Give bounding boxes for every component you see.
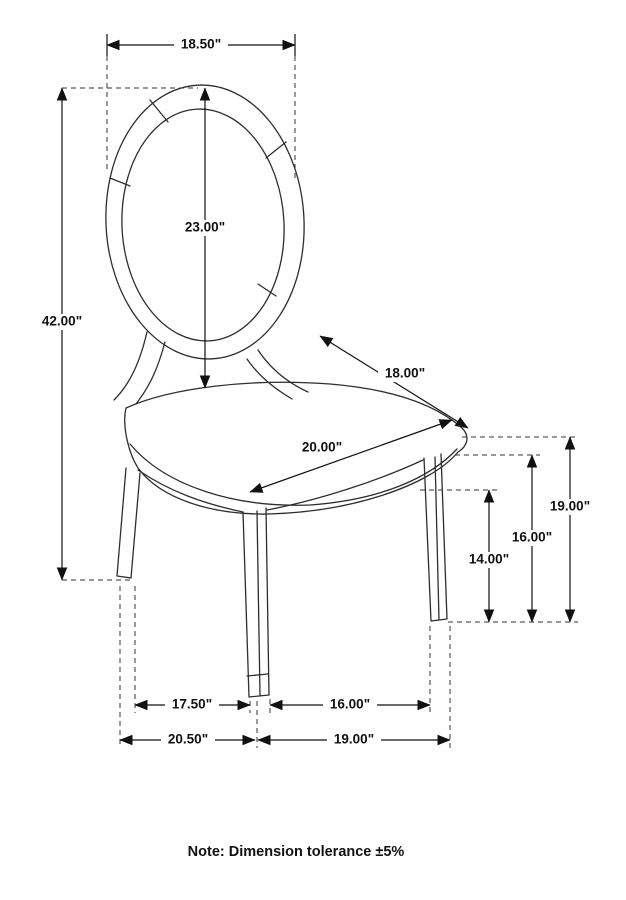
back-frame-joint xyxy=(109,177,131,187)
tolerance-note: Note: Dimension tolerance ±5% xyxy=(188,844,405,860)
dim-back-width: 18.50" xyxy=(106,34,296,56)
dim-label-leg-clearance: 14.00" xyxy=(469,552,509,567)
dim-label-back-width: 18.50" xyxy=(181,37,221,52)
rear-left-leg xyxy=(116,467,141,579)
extension-lines xyxy=(62,56,578,748)
dim-seat-width: 20.00" xyxy=(249,419,453,493)
dim-label-base-depth: 19.00" xyxy=(334,732,374,747)
chair-drawing xyxy=(105,84,468,698)
dim-label-apron-height: 16.00" xyxy=(512,530,552,545)
seat-apron xyxy=(266,459,424,511)
dim-base-width: 20.50" xyxy=(119,732,256,748)
seat-seam xyxy=(129,443,458,506)
front-left-leg-edge xyxy=(256,510,261,697)
front-right-leg-edge xyxy=(434,456,440,621)
back-frame-joint xyxy=(257,283,277,297)
dimension-lines: 18.50" 42.00" 23.00" 18.00" 20.00" xyxy=(35,34,597,748)
dim-apron-height: 16.00" xyxy=(505,454,559,623)
dim-label-back-height: 23.00" xyxy=(185,220,225,235)
left-stile xyxy=(135,341,166,405)
dim-label-base-width: 20.50" xyxy=(168,732,208,747)
back-frame-joint xyxy=(265,141,287,159)
dim-leg-clearance: 14.00" xyxy=(462,489,516,623)
dim-back-height: 23.00" xyxy=(178,87,232,389)
dim-label-front-leg-span: 17.50" xyxy=(172,697,212,712)
front-left-leg xyxy=(242,507,270,698)
seat-apron xyxy=(137,469,244,513)
dim-side-leg-span: 16.00" xyxy=(269,697,431,713)
left-stile xyxy=(113,331,148,401)
front-left-leg-foot xyxy=(246,673,269,677)
right-stile xyxy=(257,349,309,393)
dim-seat-height: 19.00" xyxy=(543,436,597,623)
seat-cushion xyxy=(124,381,468,515)
dim-overall-height: 42.00" xyxy=(35,87,89,581)
dim-label-overall-height: 42.00" xyxy=(42,314,82,329)
dim-front-leg-span: 17.50" xyxy=(134,697,251,713)
dim-label-seat-height: 19.00" xyxy=(550,499,590,514)
dim-seat-depth: 18.00" xyxy=(319,335,469,429)
dim-base-depth: 19.00" xyxy=(257,732,451,748)
dim-label-side-leg-span: 16.00" xyxy=(330,697,370,712)
dim-label-seat-width: 20.00" xyxy=(302,440,342,455)
right-stile xyxy=(246,358,293,400)
back-frame-joint xyxy=(149,99,169,123)
dim-label-seat-depth: 18.00" xyxy=(385,366,425,381)
chair-back-outer-oval xyxy=(105,84,305,360)
